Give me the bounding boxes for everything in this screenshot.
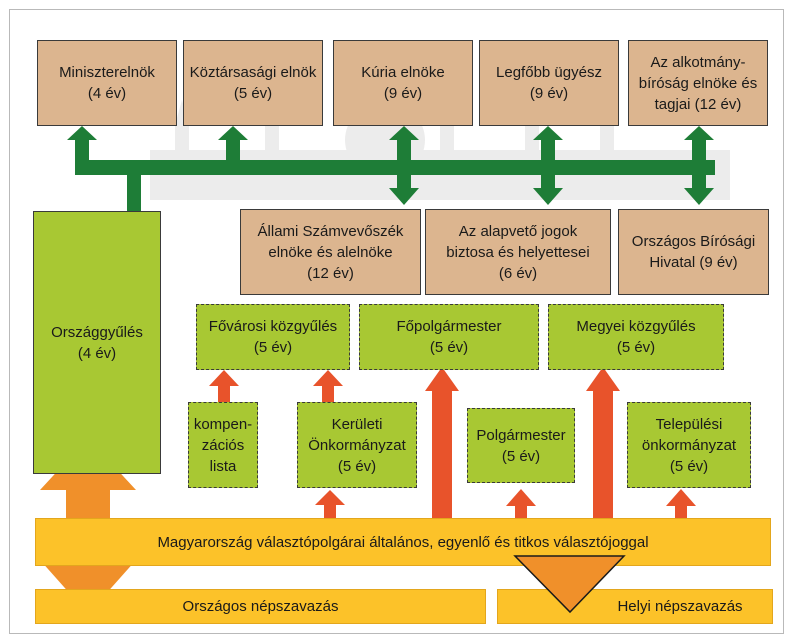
arrow-up-icon <box>533 126 563 168</box>
voters-bar: Magyarország választópolgárai általános,… <box>35 518 771 566</box>
box-term: (5 év) <box>429 339 469 356</box>
box-line1: Kerületi <box>331 415 383 433</box>
box-title-line2: bíróság elnöke és <box>638 74 758 92</box>
box-term: (5 év) <box>253 339 293 356</box>
local-referendum-text: Helyi népszavazás <box>617 598 743 615</box>
box-line2: elnöke és alelnöke <box>268 243 393 261</box>
arrow-up-icon <box>67 126 97 168</box>
state-audit-office-box: Állami Számvevőszék elnöke és alelnöke (… <box>240 209 421 295</box>
box-line2: önkormányzat <box>641 436 737 454</box>
budapest-assembly-box: Fővárosi közgyűlés (5 év) <box>196 304 350 370</box>
box-line2: Hivatal (9 év) <box>649 254 738 271</box>
local-referendum-bar: Helyi népszavazás <box>497 589 773 624</box>
box-title: Köztársasági elnök <box>189 64 317 81</box>
lord-mayor-box: Főpolgármester (5 év) <box>359 304 539 370</box>
national-referendum-bar: Országos népszavazás <box>35 589 486 624</box>
compensation-list-box: kompen- zációs lista <box>188 402 258 488</box>
box-line1: Állami Számvevőszék <box>257 222 404 240</box>
box-term: (4 év) <box>87 85 127 102</box>
box-term: (5 év) <box>616 339 656 356</box>
box-line3: (5 év) <box>669 457 709 475</box>
settlement-council-box: Települési önkormányzat (5 év) <box>627 402 751 488</box>
arrow-up-icon <box>666 489 696 519</box>
box-line1: Polgármester <box>476 426 566 444</box>
box-line1: kompen- <box>193 415 253 433</box>
voters-text: Magyarország választópolgárai általános,… <box>157 533 649 551</box>
president-box: Köztársasági elnök (5 év) <box>183 40 323 126</box>
county-assembly-box: Megyei közgyűlés (5 év) <box>548 304 724 370</box>
arrow-up-icon <box>684 126 714 168</box>
box-title-line3: tagjai (12 év) <box>654 95 742 113</box>
box-title: Megyei közgyűlés <box>576 318 696 335</box>
box-line1: Az alapvető jogok <box>458 222 578 240</box>
box-line2: (5 év) <box>501 447 541 465</box>
box-term: (9 év) <box>529 85 569 102</box>
box-title: Országgyűlés <box>51 323 143 341</box>
arrow-up-icon <box>209 370 239 402</box>
box-title: Főpolgármester <box>396 318 502 335</box>
box-line2: biztosa és helyettesei <box>446 243 590 261</box>
constitutional-court-box: Az alkotmány- bíróság elnöke és tagjai (… <box>628 40 768 126</box>
district-council-box: Kerületi Önkormányzat (5 év) <box>297 402 417 488</box>
box-line2: zációs <box>201 436 245 454</box>
box-line3: (12 év) <box>307 264 354 282</box>
prosecutor-general-box: Legfőbb ügyész (9 év) <box>479 40 619 126</box>
box-title: Kúria elnöke <box>361 64 445 81</box>
box-line3: (5 év) <box>337 457 377 475</box>
box-line1: Települési <box>655 415 723 433</box>
box-title: Miniszterelnök <box>59 64 155 81</box>
arrow-up-icon <box>313 370 343 402</box>
arrow-up-icon <box>506 489 536 519</box>
curia-president-box: Kúria elnöke (9 év) <box>333 40 473 126</box>
box-title: Fővárosi közgyűlés <box>208 318 338 335</box>
prime-minister-box: Miniszterelnök (4 év) <box>37 40 177 126</box>
mayor-box: Polgármester (5 év) <box>467 408 575 483</box>
box-term: (5 év) <box>233 85 273 102</box>
national-referendum-text: Országos népszavazás <box>182 598 339 615</box>
box-line2: Önkormányzat <box>308 436 406 454</box>
arrow-up-icon <box>425 367 459 519</box>
green-connector-stem <box>127 170 141 212</box>
arrow-up-icon <box>315 490 345 519</box>
arrow-down-icon <box>389 170 419 205</box>
arrow-down-icon <box>684 170 714 205</box>
box-term: (4 év) <box>77 344 117 362</box>
box-title: Legfőbb ügyész <box>496 64 602 81</box>
national-judicial-office-box: Országos Bírósági Hivatal (9 év) <box>618 209 769 295</box>
arrow-up-icon <box>389 126 419 168</box>
box-line1: Országos Bírósági <box>631 233 756 250</box>
parliament-box: Országgyűlés (4 év) <box>33 211 161 474</box>
box-term: (9 év) <box>383 85 423 102</box>
arrow-down-icon <box>533 170 563 205</box>
arrow-up-icon <box>586 367 620 519</box>
box-title-line1: Az alkotmány- <box>650 53 746 71</box>
box-line3: lista <box>209 457 237 475</box>
ombudsman-box: Az alapvető jogok biztosa és helyettesei… <box>425 209 611 295</box>
box-line3: (6 év) <box>498 264 538 282</box>
arrow-up-icon <box>218 126 248 168</box>
green-connector-bar <box>75 160 715 175</box>
